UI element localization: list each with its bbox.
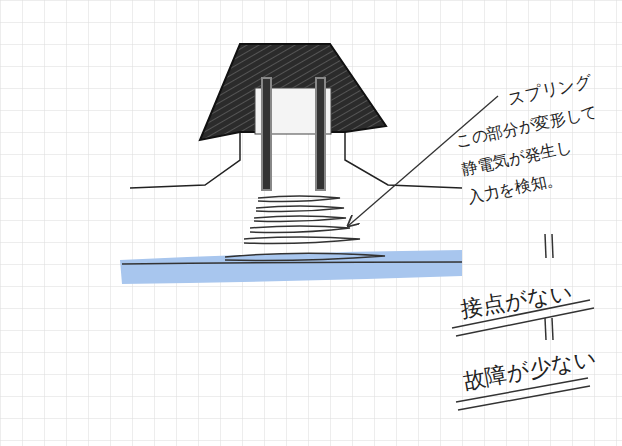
base-plate: [120, 250, 462, 284]
stem: [262, 78, 271, 190]
stem: [316, 78, 325, 190]
spring: [225, 196, 385, 261]
housing-left: [130, 130, 240, 188]
keycap: [200, 44, 386, 140]
housing-right: [345, 130, 462, 188]
base-line: [122, 262, 462, 264]
